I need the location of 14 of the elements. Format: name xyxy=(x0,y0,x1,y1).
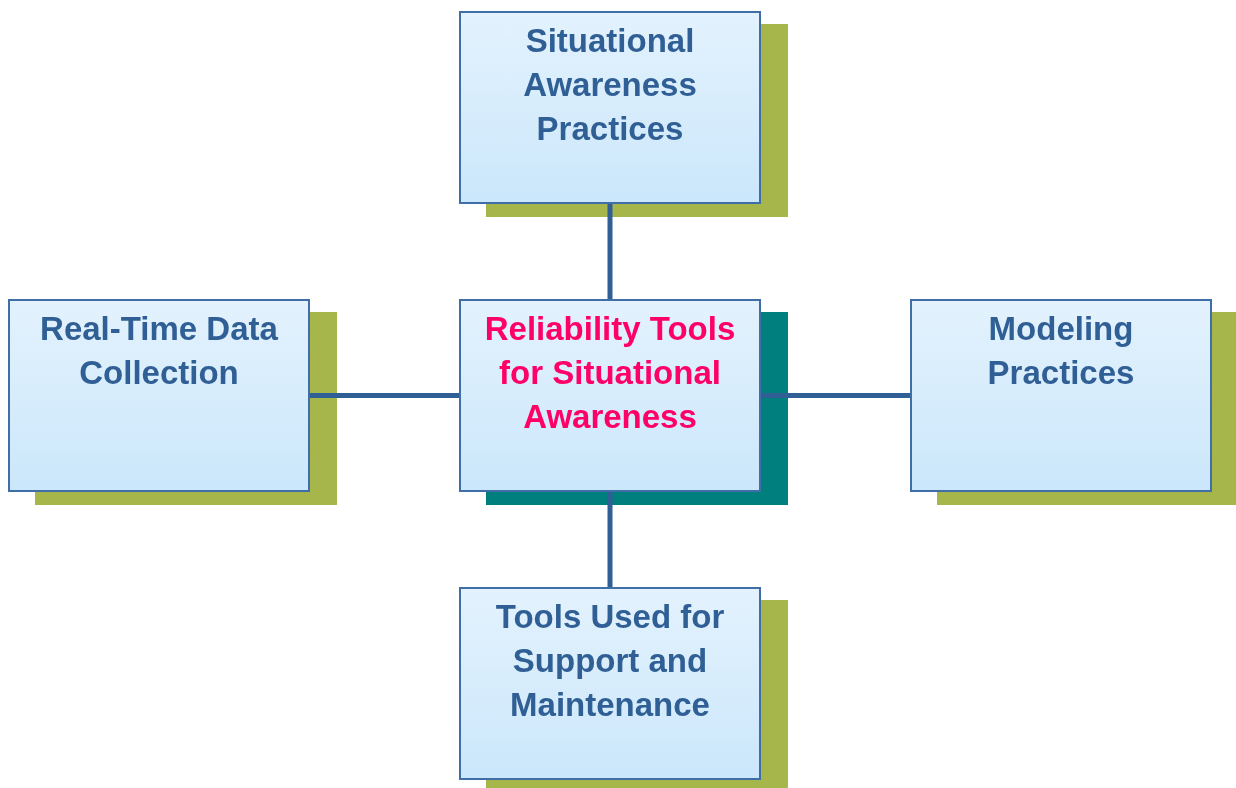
connector-line xyxy=(761,393,910,398)
topic-box xyxy=(459,11,761,204)
box-label: Real-Time Data Collection xyxy=(39,309,279,393)
box-label: Tools Used for Support and Maintenance xyxy=(494,597,726,725)
connector-line xyxy=(607,204,613,299)
topic-box xyxy=(459,587,761,780)
box-label: Modeling Practices xyxy=(986,309,1136,393)
topic-box xyxy=(459,299,761,492)
box-label: Situational Awareness Practices xyxy=(522,21,698,149)
topic-box xyxy=(8,299,310,492)
connector-line xyxy=(310,393,459,398)
topic-box xyxy=(910,299,1212,492)
connector-line xyxy=(607,492,613,587)
box-label: Reliability Tools for Situational Awareness xyxy=(483,309,737,437)
